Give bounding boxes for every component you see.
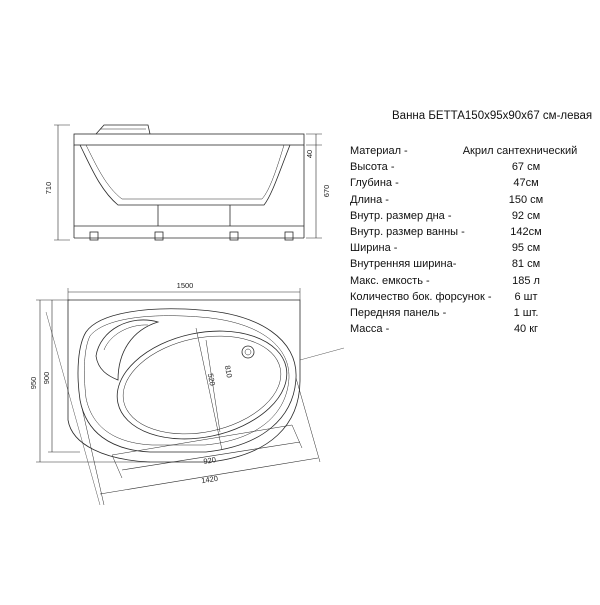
side-view-foot <box>89 231 99 241</box>
dim-top-inner-length: 1420 <box>201 474 219 485</box>
spec-label: Внутренняя ширина- <box>350 258 457 271</box>
side-view-rim <box>73 133 305 146</box>
spec-value: Акрил сантехнический <box>462 145 578 157</box>
side-view-foot <box>284 231 294 241</box>
top-view <box>36 288 345 506</box>
top-view-inner-contour <box>77 308 297 453</box>
spec-row: Внутр. размер дна - 92 см <box>350 210 590 226</box>
spec-label: Внутр. размер дна - <box>350 209 452 222</box>
spec-value: 185 л <box>512 274 540 287</box>
dim-top-width: 900 <box>42 372 51 385</box>
spec-row: Масса - 40 кг <box>350 323 590 339</box>
spec-value: 47см <box>513 177 539 190</box>
spec-value: 6 шт <box>514 290 538 303</box>
spec-row: Высота - 67 см <box>350 161 590 177</box>
dim-top-inner-width: 810 <box>223 365 234 379</box>
spec-row: Длина - 150 см <box>350 194 590 210</box>
spec-row: Внутр. размер ванны - 142см <box>350 226 590 242</box>
side-view-headrest <box>95 124 151 135</box>
dim-top-inner-short: 520 <box>206 373 217 387</box>
spec-value: 81 см <box>511 258 541 271</box>
dim-top-width-outer: 950 <box>29 377 38 390</box>
spec-row: Передняя панель - 1 шт. <box>350 307 590 323</box>
top-view-outer-shape <box>67 299 301 463</box>
spec-label: Ширина - <box>350 242 398 255</box>
spec-table: Материал - Акрил сантехнический Высота -… <box>350 145 590 339</box>
spec-value: 40 кг <box>513 323 539 336</box>
spec-label: Макс. емкость - <box>350 274 430 287</box>
dim-side-rim: 40 <box>305 150 314 158</box>
dim-side-inner-height: 670 <box>322 185 331 198</box>
side-view-foot <box>154 231 164 241</box>
side-view-tub-body <box>79 144 291 206</box>
spec-label: Масса - <box>350 323 390 336</box>
spec-row: Количество бок. форсунок - 6 шт <box>350 291 590 307</box>
spec-value: 150 см <box>508 193 544 206</box>
spec-label: Количество бок. форсунок - <box>350 290 492 303</box>
spec-value: 95 см <box>511 242 541 255</box>
side-view <box>54 124 322 241</box>
dim-top-bottom-length: 920 <box>203 455 217 466</box>
drain-icon <box>241 345 255 359</box>
spec-row: Макс. емкость - 185 л <box>350 275 590 291</box>
spec-value: 92 см <box>511 209 541 222</box>
spec-label: Передняя панель - <box>350 306 447 319</box>
side-view-foot <box>229 231 239 241</box>
dimension-labels: 710 40 670 1500 950 900 810 520 920 1420 <box>29 150 331 485</box>
spec-label: Длина - <box>350 193 389 206</box>
spec-row: Глубина - 47см <box>350 177 590 193</box>
spec-label: Глубина - <box>350 177 399 190</box>
spec-row: Материал - Акрил сантехнический <box>350 145 590 161</box>
top-view-bottom-ellipse <box>116 330 288 440</box>
spec-label: Материал - <box>350 145 408 157</box>
spec-value: 1 шт. <box>513 306 539 319</box>
top-view-headrest <box>95 319 160 381</box>
dim-top-length: 1500 <box>177 281 194 290</box>
spec-value: 142см <box>510 225 542 238</box>
dim-side-total-height: 710 <box>44 182 53 195</box>
spec-row: Внутренняя ширина- 81 см <box>350 258 590 274</box>
product-title: Ванна БЕТТА150х95х90х67 см-левая <box>392 110 593 122</box>
spec-label: Внутр. размер ванны - <box>350 225 465 238</box>
spec-value: 67 см <box>511 161 541 174</box>
spec-label: Высота - <box>350 161 395 174</box>
spec-row: Ширина - 95 см <box>350 242 590 258</box>
